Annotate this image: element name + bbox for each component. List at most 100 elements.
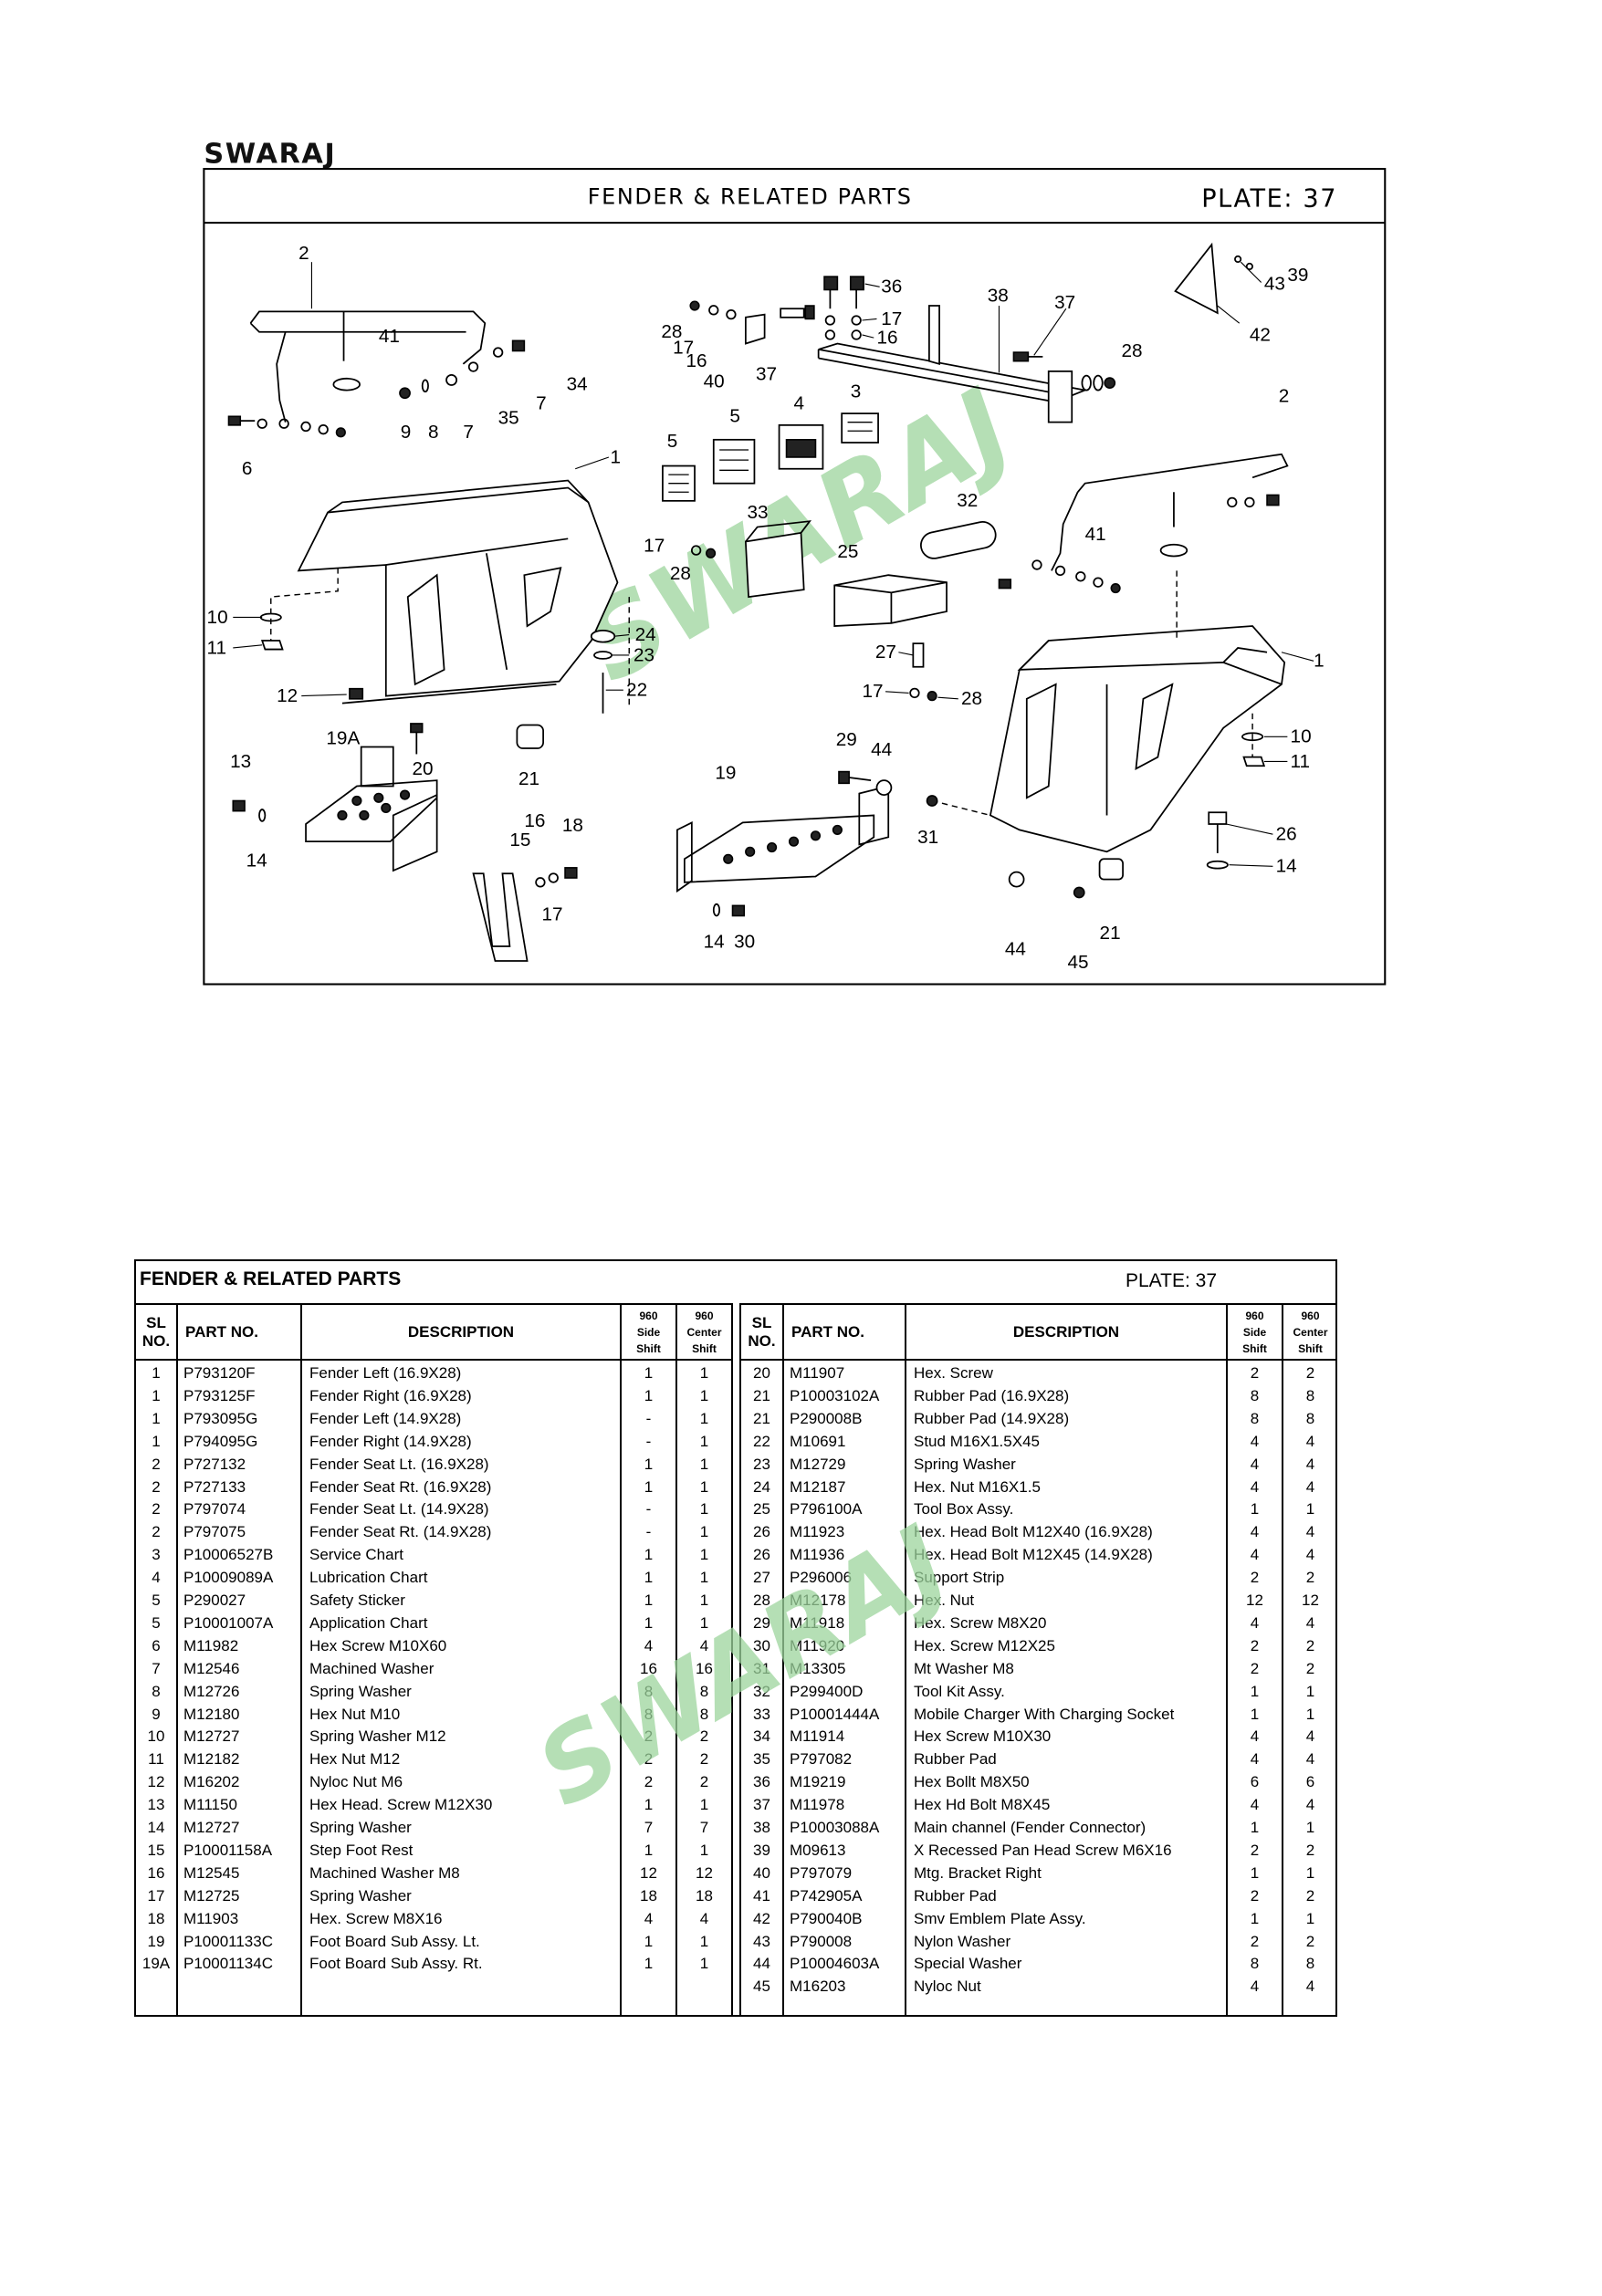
swaraj-logo: SWARAJ xyxy=(204,139,336,171)
callout: 21 xyxy=(518,768,539,789)
center-shift-qty: 1 xyxy=(1305,1819,1315,1836)
callout: 38 xyxy=(988,285,1009,306)
part-no: M12729 xyxy=(790,1455,846,1473)
center-shift-qty: 2 xyxy=(699,1773,709,1791)
callout: 29 xyxy=(836,729,857,750)
center-shift-qty: 1 xyxy=(699,1523,709,1541)
header-part-no: PART NO. xyxy=(185,1322,258,1341)
sl-no: 23 xyxy=(753,1455,770,1473)
part-no: P290027 xyxy=(183,1592,246,1609)
sl-no: 1 xyxy=(152,1409,161,1427)
callout: 17 xyxy=(644,536,665,557)
center-shift-qty: 1 xyxy=(1305,1705,1315,1723)
center-shift-qty: 1 xyxy=(1305,1682,1315,1700)
sl-no: 41 xyxy=(753,1886,770,1905)
part-no: M11920 xyxy=(790,1636,845,1654)
side-shift-qty: 4 xyxy=(1250,1796,1260,1814)
part-no: M11914 xyxy=(790,1727,845,1746)
diagram-frame xyxy=(203,168,1387,986)
part-no: M12725 xyxy=(183,1886,240,1905)
callout: 30 xyxy=(734,932,755,953)
side-shift-qty: 1 xyxy=(1250,1705,1260,1723)
center-shift-qty: 2 xyxy=(1305,1841,1315,1859)
part-no: M11903 xyxy=(183,1909,239,1927)
description: Main channel (Fender Connector) xyxy=(914,1819,1147,1836)
callout: 20 xyxy=(413,758,434,779)
callout: 10 xyxy=(207,607,228,628)
center-shift-qty: 4 xyxy=(1305,1546,1315,1564)
center-shift-qty: 1 xyxy=(699,1500,709,1518)
side-shift-qty: 4 xyxy=(1250,1978,1260,1996)
side-shift-qty: - xyxy=(645,1523,652,1541)
sl-no: 17 xyxy=(147,1886,165,1905)
part-no: P296006 xyxy=(790,1569,853,1587)
center-shift-qty: 1 xyxy=(699,1409,709,1427)
description: Hex. Screw xyxy=(914,1364,993,1382)
foot-board-right xyxy=(305,746,438,872)
callout: 11 xyxy=(1291,751,1311,772)
side-shift-qty: 1 xyxy=(644,1592,654,1609)
callout: 17 xyxy=(673,338,694,359)
center-shift-qty: 2 xyxy=(699,1727,709,1746)
description: Fender Seat Rt. (14.9X28) xyxy=(309,1523,492,1541)
description: Mtg. Bracket Right xyxy=(914,1863,1042,1882)
description: Mt Washer M8 xyxy=(914,1659,1014,1677)
callout: 33 xyxy=(747,502,768,523)
header-side-shift: 960 Side Shift xyxy=(636,1309,661,1355)
side-shift-qty: 1 xyxy=(644,1386,654,1404)
description: Foot Board Sub Assy. Lt. xyxy=(309,1932,480,1950)
sl-no: 39 xyxy=(753,1841,770,1859)
side-shift-qty: 4 xyxy=(644,1909,654,1927)
center-shift-qty: 12 xyxy=(696,1863,713,1882)
description: Step Foot Rest xyxy=(309,1841,414,1859)
side-shift-qty: 2 xyxy=(1250,1636,1260,1654)
sl-no: 5 xyxy=(152,1613,161,1632)
description: Hex. Nut M16X1.5 xyxy=(914,1477,1041,1496)
description: Lubrication Chart xyxy=(309,1569,428,1587)
description: Service Chart xyxy=(309,1546,403,1564)
callout: 37 xyxy=(756,363,777,384)
parts-table-left: SL NO. PART NO. DESCRIPTION 960 Side Shi… xyxy=(136,1303,733,2017)
sl-no: 25 xyxy=(753,1500,770,1518)
description: Hex Screw M10X30 xyxy=(914,1727,1052,1746)
description: Fender Left (16.9X28) xyxy=(309,1364,462,1382)
center-shift-qty: 1 xyxy=(699,1432,709,1450)
table-header xyxy=(136,1305,731,1361)
main-channel xyxy=(817,305,1088,423)
description: Spring Washer M12 xyxy=(309,1727,446,1746)
description: Safety Sticker xyxy=(309,1592,405,1609)
side-shift-qty: 6 xyxy=(1250,1773,1260,1791)
center-shift-qty: 1 xyxy=(699,1592,709,1609)
center-shift-qty: 4 xyxy=(1305,1750,1315,1769)
side-shift-qty: 12 xyxy=(640,1863,657,1882)
part-no: M11150 xyxy=(183,1796,237,1814)
side-shift-qty: 4 xyxy=(1250,1432,1260,1450)
description: Fender Left (14.9X28) xyxy=(309,1409,462,1427)
header-side-shift: 960 Side Shift xyxy=(1242,1309,1267,1355)
callout: 34 xyxy=(567,374,588,395)
center-shift-qty: 7 xyxy=(699,1819,709,1836)
center-shift-qty: 1 xyxy=(699,1455,709,1473)
fasteners-left xyxy=(227,339,526,438)
sl-no: 1 xyxy=(152,1364,161,1382)
description: X Recessed Pan Head Screw M6X16 xyxy=(914,1841,1172,1859)
callout: 32 xyxy=(957,490,978,511)
side-shift-qty: 1 xyxy=(644,1569,654,1587)
callout: 31 xyxy=(917,827,938,848)
description: Hex Hd Bolt M8X45 xyxy=(914,1796,1051,1814)
part-no: M12180 xyxy=(183,1705,240,1723)
part-no: P794095G xyxy=(183,1432,258,1450)
callout: 14 xyxy=(1276,856,1297,877)
